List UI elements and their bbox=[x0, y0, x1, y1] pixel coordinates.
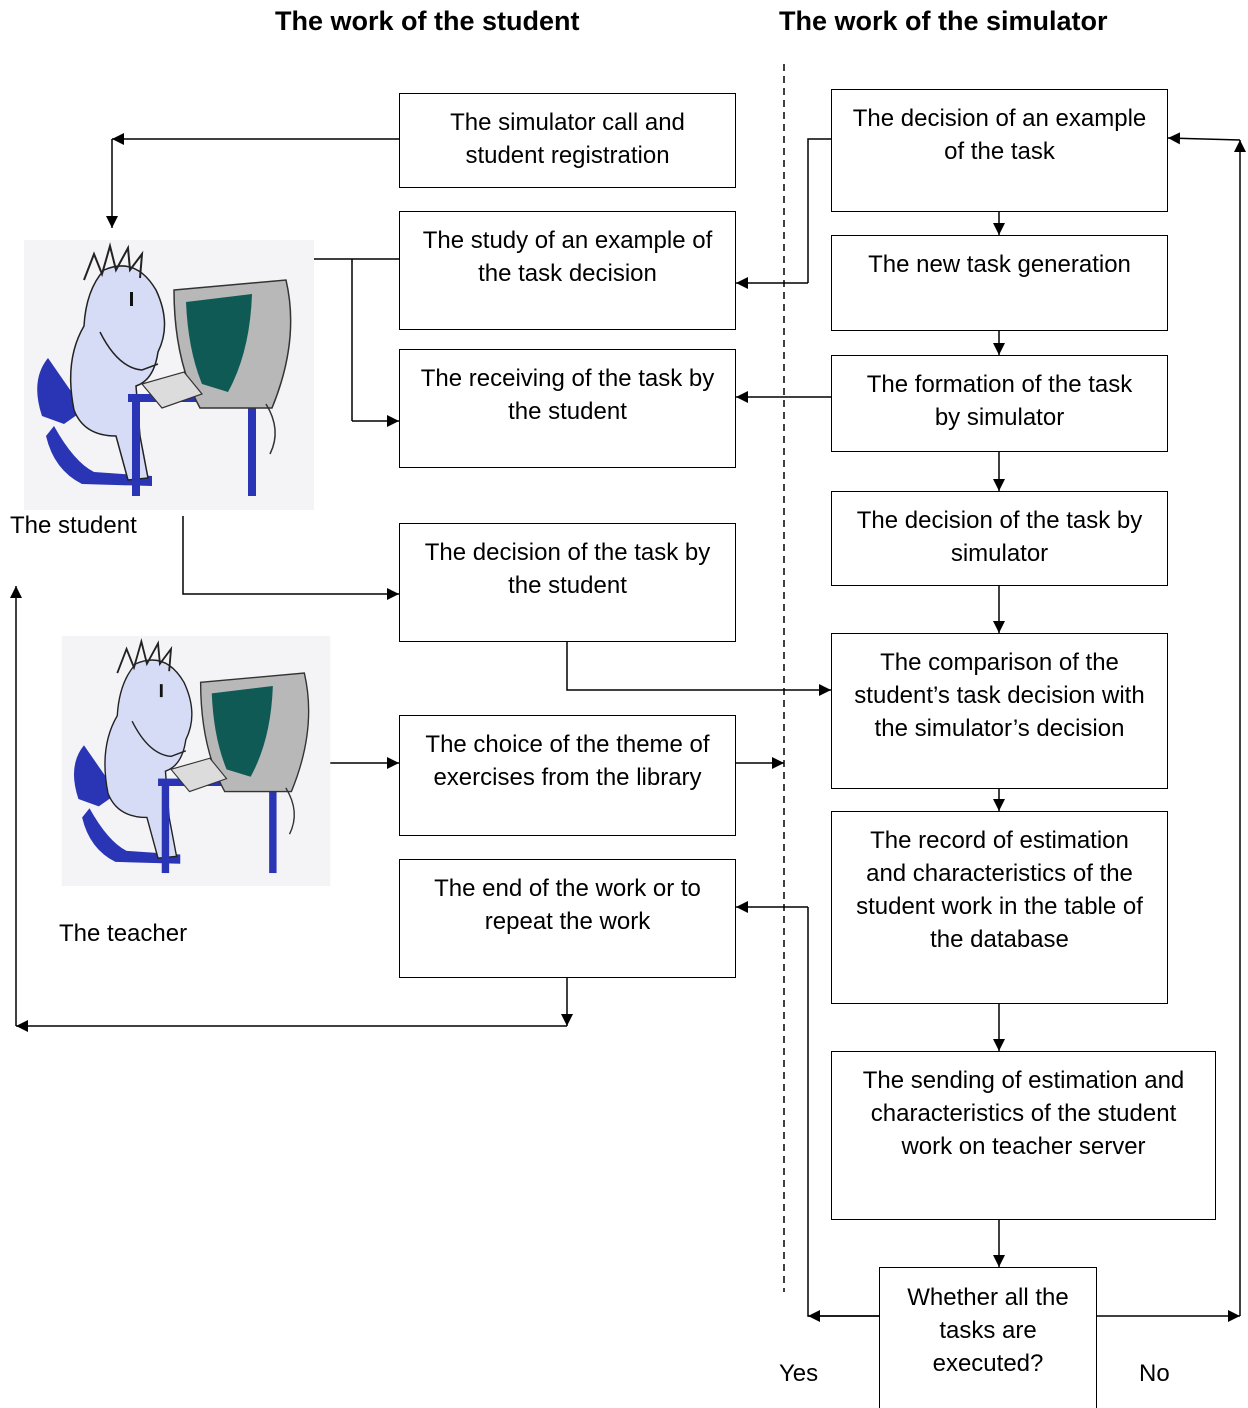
choice-of-theme-box: The choice of the theme of exercises fro… bbox=[399, 715, 736, 836]
receiving-task-box: The receiving of the task by the student bbox=[399, 349, 736, 468]
sending-estimation-box: The sending of estimation and characteri… bbox=[831, 1051, 1216, 1220]
simulator-call-registration-box: The simulator call and student registrat… bbox=[399, 93, 736, 188]
student-label: The student bbox=[10, 512, 137, 539]
person-at-computer-icon bbox=[61, 636, 331, 886]
all-tasks-executed-decision-box: Whether all the tasks are executed? bbox=[879, 1267, 1097, 1408]
decision-of-example-box: The decision of an example of the task bbox=[831, 89, 1168, 212]
yes-label: Yes bbox=[779, 1360, 819, 1387]
record-estimation-box: The record of estimation and characteris… bbox=[831, 811, 1168, 1004]
new-task-generation-box: The new task generation bbox=[831, 235, 1168, 331]
teacher-label: The teacher bbox=[59, 920, 188, 947]
simulator-side-header: The work of the simulator bbox=[779, 6, 1108, 36]
no-label: No bbox=[1139, 1360, 1170, 1387]
study-example-box: The study of an example of the task deci… bbox=[399, 211, 736, 330]
comparison-box: The comparison of the student’s task dec… bbox=[831, 633, 1168, 789]
student-side-header: The work of the student bbox=[275, 6, 580, 36]
formation-of-task-box: The formation of the task by simulator bbox=[831, 355, 1168, 452]
decision-by-simulator-box: The decision of the task by simulator bbox=[831, 491, 1168, 586]
end-or-repeat-box: The end of the work or to repeat the wor… bbox=[399, 859, 736, 978]
person-at-computer-icon bbox=[24, 240, 314, 510]
decision-by-student-box: The decision of the task by the student bbox=[399, 523, 736, 642]
